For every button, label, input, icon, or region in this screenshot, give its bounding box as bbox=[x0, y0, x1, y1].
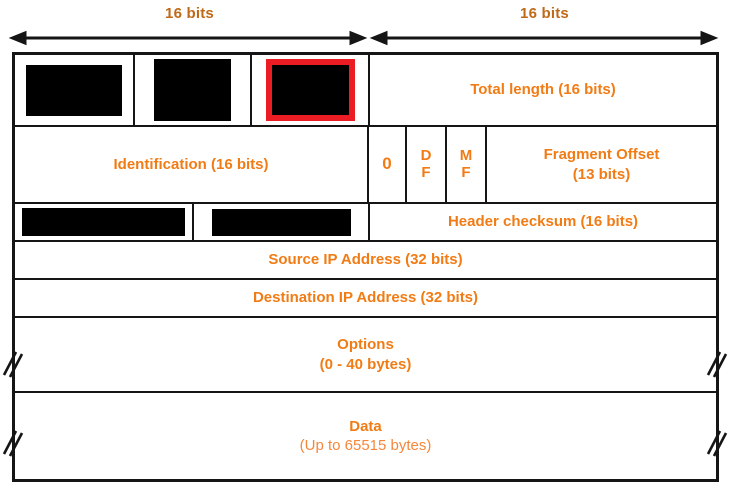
options-label-line1: Options bbox=[337, 336, 394, 353]
redacted-field-cell-1 bbox=[15, 55, 133, 125]
header-row-7: Data (Up to 65515 bytes) bbox=[15, 391, 716, 479]
source-ip-label: Source IP Address (32 bits) bbox=[268, 251, 463, 269]
header-row-1: Total length (16 bits) bbox=[15, 55, 716, 125]
fragment-offset-label-line1: Fragment Offset bbox=[543, 146, 660, 163]
df-flag-bottom: F bbox=[421, 163, 431, 181]
reserved-flag-cell: 0 bbox=[367, 127, 405, 202]
redacted-box bbox=[26, 64, 122, 116]
data-cell: Data (Up to 65515 bytes) bbox=[15, 393, 716, 479]
bit-scale-label-left: 16 bits bbox=[165, 5, 214, 22]
header-checksum-label: Header checksum (16 bits) bbox=[447, 213, 639, 231]
redacted-box bbox=[22, 208, 185, 236]
width-arrow-left-icon bbox=[8, 30, 368, 46]
mf-flag-cell: M F bbox=[445, 127, 485, 202]
bit-scale-label-right: 16 bits bbox=[520, 5, 569, 22]
header-checksum-cell: Header checksum (16 bits) bbox=[368, 204, 716, 240]
header-row-5: Destination IP Address (32 bits) bbox=[15, 278, 716, 316]
destination-ip-cell: Destination IP Address (32 bits) bbox=[15, 280, 716, 316]
identification-label: Identification (16 bits) bbox=[113, 155, 269, 173]
options-label-line2: (0 - 40 bytes) bbox=[319, 355, 412, 373]
ipv4-header-table: Total length (16 bits) Identification (1… bbox=[12, 52, 719, 482]
width-arrow-right-icon bbox=[369, 30, 719, 46]
mf-flag-bottom: F bbox=[461, 163, 471, 181]
fragment-offset-label-line2: (13 bits) bbox=[572, 165, 631, 183]
redacted-field-cell-2 bbox=[133, 55, 250, 125]
redacted-field-cell-4 bbox=[15, 204, 192, 240]
redacted-field-cell-3 bbox=[250, 55, 368, 125]
mf-flag-top: M bbox=[459, 147, 473, 164]
header-row-4: Source IP Address (32 bits) bbox=[15, 240, 716, 278]
redacted-box-highlighted bbox=[265, 59, 355, 121]
source-ip-cell: Source IP Address (32 bits) bbox=[15, 242, 716, 278]
data-sublabel: (Up to 65515 bytes) bbox=[299, 437, 432, 454]
options-cell: Options (0 - 40 bytes) bbox=[15, 318, 716, 391]
redacted-box bbox=[154, 59, 231, 121]
total-length-label: Total length (16 bits) bbox=[470, 81, 616, 99]
data-label: Data bbox=[349, 417, 382, 435]
df-flag-top: D bbox=[420, 147, 432, 164]
total-length-cell: Total length (16 bits) bbox=[368, 55, 716, 125]
redacted-field-cell-5 bbox=[192, 204, 368, 240]
destination-ip-label: Destination IP Address (32 bits) bbox=[252, 289, 479, 307]
header-row-2: Identification (16 bits) 0 D F M F Fragm… bbox=[15, 125, 716, 202]
fragment-offset-cell: Fragment Offset (13 bits) bbox=[485, 127, 716, 202]
identification-cell: Identification (16 bits) bbox=[15, 127, 367, 202]
redacted-box bbox=[211, 208, 351, 236]
df-flag-cell: D F bbox=[405, 127, 445, 202]
header-row-6: Options (0 - 40 bytes) bbox=[15, 316, 716, 391]
header-row-3: Header checksum (16 bits) bbox=[15, 202, 716, 240]
reserved-flag-label: 0 bbox=[382, 154, 392, 174]
